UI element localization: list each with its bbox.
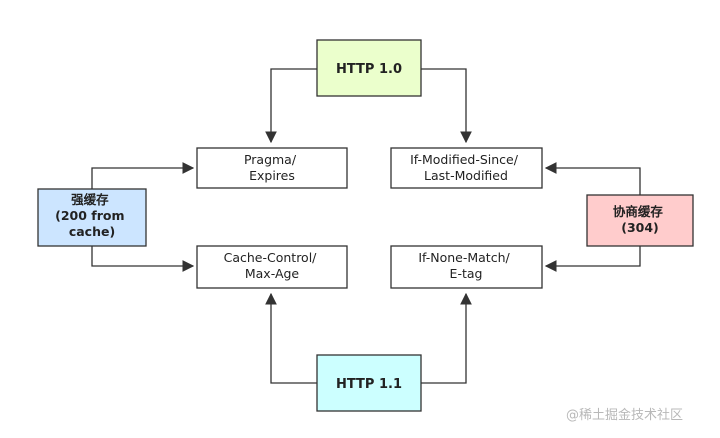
- edge-nego-to-inm: [544, 246, 641, 272]
- edge-strong-to-pragma: [91, 162, 195, 189]
- node-cache-control: Cache-Control/ Max-Age: [196, 245, 348, 289]
- node-http10: HTTP 1.0: [316, 39, 422, 97]
- node-inm-line-0: If-None-Match/: [418, 250, 510, 265]
- node-http11-line-0: HTTP 1.1: [336, 377, 402, 392]
- node-strong-line-0: 强缓存: [71, 192, 109, 207]
- svg-text:If-None-Match/ E-tag: If-None-Match/ E-tag: [418, 250, 513, 281]
- node-if-modified-since: If-Modified-Since/ Last-Modified: [390, 147, 543, 189]
- node-http11: HTTP 1.1: [316, 354, 422, 412]
- node-pragma-expires: Pragma/ Expires: [196, 147, 348, 189]
- watermark: @稀土掘金技术社区: [566, 408, 684, 423]
- node-if-none-match: If-None-Match/ E-tag: [390, 245, 543, 289]
- edge-nego-to-ims: [544, 162, 641, 195]
- node-ims-line-0: If-Modified-Since/: [410, 152, 519, 167]
- node-inm-line-1: E-tag: [450, 266, 483, 281]
- node-ims-line-1: Last-Modified: [424, 168, 508, 183]
- node-cc-line-1: Max-Age: [245, 266, 300, 281]
- node-pragma-line-0: Pragma/: [244, 152, 297, 167]
- node-strong-line-2: cache): [69, 224, 115, 239]
- node-http10-line-0: HTTP 1.0: [336, 62, 402, 77]
- edge-http11-to-cc: [265, 292, 317, 384]
- svg-text:强缓存 (200 from cach: 强缓存 (200 from cache): [55, 192, 129, 239]
- node-strong-line-1: (200 from: [55, 208, 124, 223]
- edge-strong-to-cc: [91, 246, 195, 272]
- svg-text:HTTP 1.1: HTTP 1.1: [336, 377, 402, 392]
- node-cc-line-0: Cache-Control/: [224, 250, 318, 265]
- svg-text:Pragma/ Expires: Pragma/ Expires: [244, 152, 300, 183]
- node-strong-cache: 强缓存 (200 from cache): [37, 188, 147, 247]
- svg-text:If-Modified-Since/ Last-: If-Modified-Since/ Last-Modified: [410, 152, 522, 183]
- node-pragma-line-1: Expires: [249, 168, 295, 183]
- edge-http10-to-pragma: [265, 68, 317, 144]
- svg-text:HTTP 1.0: HTTP 1.0: [336, 62, 402, 77]
- svg-text:协商缓存 (304): 协商缓存 (304): [613, 204, 667, 235]
- edge-http10-to-ims: [421, 68, 472, 144]
- node-nego-line-0: 协商缓存: [613, 204, 664, 219]
- node-nego-line-1: (304): [621, 220, 659, 235]
- svg-text:Cache-Control/ Max-Age: Cache-Control/ Max-Age: [224, 250, 321, 281]
- edge-http11-to-inm: [421, 292, 472, 384]
- node-negotiation-cache: 协商缓存 (304): [586, 194, 694, 247]
